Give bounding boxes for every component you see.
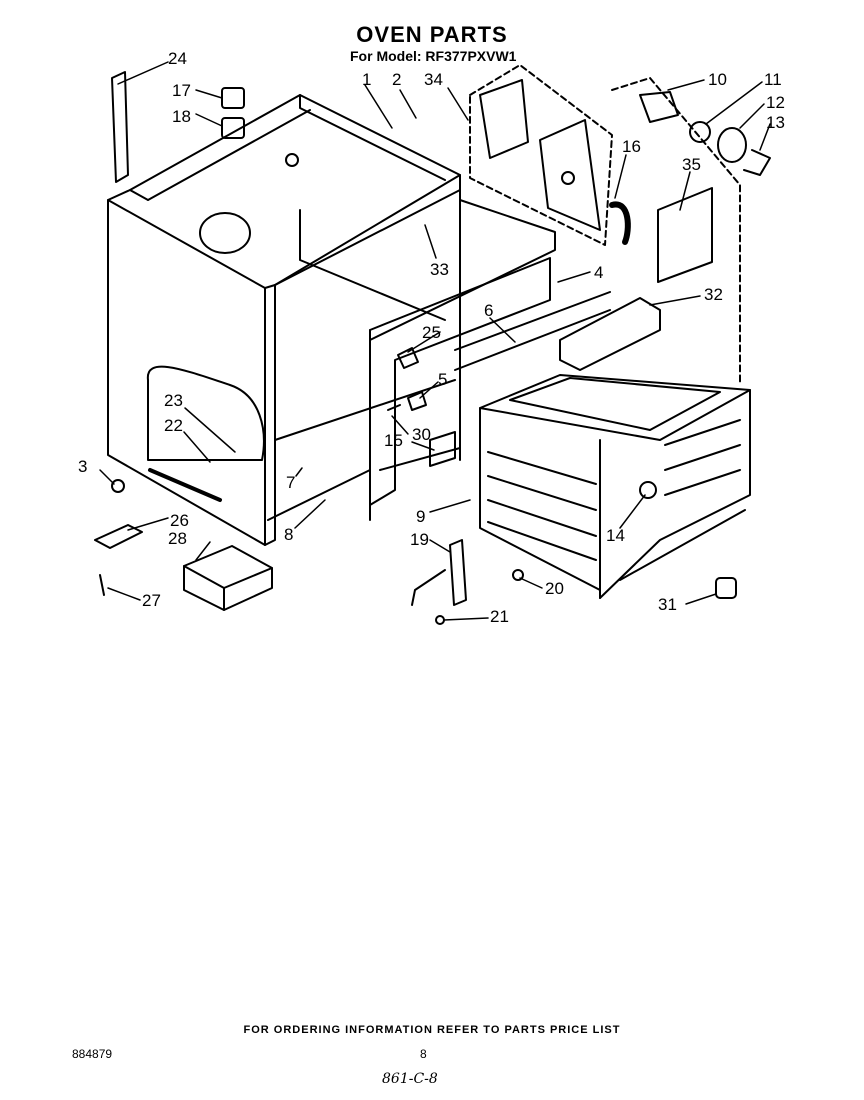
lamp-cover [717,127,747,163]
heat-shield [657,187,713,283]
part-30 [387,404,401,411]
callout-11: 11 [764,70,782,89]
callout-16: 16 [622,137,641,156]
callout-32: 32 [704,285,723,304]
callout-5: 5 [438,370,447,389]
callout-12: 12 [766,93,785,112]
callout-15: 15 [384,431,403,450]
callout-18: 18 [172,107,191,126]
leveling-leg-3 [111,479,125,493]
callout-31-text: 31 [658,595,677,614]
screw-20 [512,569,524,581]
callout-27-text: 27 [142,591,161,610]
broiler-bracket [479,79,529,159]
callout-8: 8 [284,525,293,544]
callout-34: 34 [424,70,443,89]
callout-24: 24 [168,49,187,68]
handwritten-note: 861-C-8 [382,1071,438,1087]
callout-30: 30 [412,425,431,444]
page-number: 8 [420,1047,427,1061]
callout-25: 25 [422,323,441,342]
connector-18 [221,117,245,139]
broiler-knob [561,171,575,185]
model-line: For Model: RF377PXVW1 [350,48,517,64]
callout-35: 35 [682,155,701,174]
callout-17: 17 [172,81,191,100]
callout-23: 23 [164,391,183,410]
callout-33: 33 [430,260,449,279]
latch-link [411,569,446,606]
callout-2: 2 [392,70,401,89]
callout-6: 6 [484,301,493,320]
lamp-group-outline [611,77,741,386]
bake-element [454,291,611,371]
front-frame [369,257,551,521]
latch-bracket-19 [449,539,467,606]
lamp-clip [743,149,771,176]
lamp-bulb [689,121,711,143]
ordering-note: FOR ORDERING INFORMATION REFER TO PARTS … [243,1024,621,1036]
oven-cabinet [107,94,556,546]
orifice-25 [397,347,419,369]
broiler-cover [539,119,601,231]
nut-21 [435,615,445,625]
callout-14: 14 [606,526,625,545]
broiler-group-outline [469,64,613,246]
connector-tube [609,201,631,245]
callout-1: 1 [362,70,371,89]
box-28 [183,545,273,611]
bracket-26 [94,524,143,549]
callout-4: 4 [594,263,603,282]
part-5 [407,391,427,411]
vent-duct [559,297,661,371]
callout-19: 19 [410,530,429,549]
callout-7: 7 [286,473,295,492]
callout-20: 20 [545,579,564,598]
part-31 [715,577,737,599]
callout-13: 13 [766,113,785,132]
leader-lines [99,61,771,621]
callout-28: 28 [168,529,187,548]
side-bracket [111,71,129,183]
document-number: 884879 [72,1047,113,1061]
callout-21-text: 21 [490,607,509,626]
lamp-socket [639,91,679,123]
exploded-parts-diagram: 24 17 18 1 2 34 10 11 12 13 16 35 33 4 3… [78,49,785,626]
box-28-top [183,565,273,611]
screw-27 [99,574,105,596]
callout-10: 10 [708,70,727,89]
callout-9: 9 [416,507,425,526]
callout-22: 22 [164,416,183,435]
page-title: OVEN PARTS [356,22,508,47]
callout-3: 3 [78,457,87,476]
oven-liner [479,374,751,599]
connector-17 [221,87,245,109]
callout-26: 26 [170,511,189,530]
